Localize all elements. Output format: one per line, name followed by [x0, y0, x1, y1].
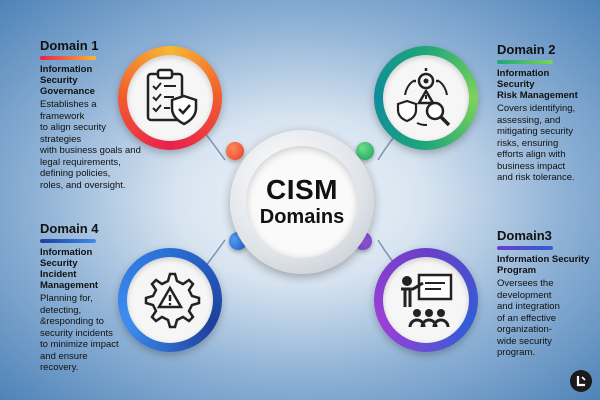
- domain-2-ring: [374, 46, 478, 150]
- presentation-audience-icon: [401, 273, 453, 328]
- domain-1-ring: [118, 46, 222, 150]
- domain-1-description: Establishes a framework to align securit…: [40, 99, 141, 191]
- domain-1-title: Domain 1: [40, 38, 99, 53]
- center-hub: CISM Domains: [222, 130, 382, 274]
- domain-3-description: Oversees the development and integration…: [497, 278, 560, 358]
- center-title-line1: CISM: [266, 174, 338, 205]
- domain-1-subtitle: Information Security Governance: [40, 64, 95, 97]
- risk-magnifier-icon: [396, 68, 451, 127]
- domain-4-ring: [118, 248, 222, 352]
- brand-logo-icon: [570, 370, 592, 392]
- domain-1-text: Domain 1 Information Security Governance…: [40, 38, 160, 191]
- center-title-line2: Domains: [259, 206, 345, 228]
- domain-2-title: Domain 2: [497, 42, 556, 57]
- domain-3-text: Domain3 Information Security Program Ove…: [497, 228, 597, 359]
- domain-3-subtitle: Information Security Program: [497, 254, 590, 276]
- domain-2-subtitle: Information Security Risk Management: [497, 68, 578, 101]
- domain-3-ring: [374, 248, 478, 352]
- domain-4-title: Domain 4: [40, 221, 99, 236]
- clipboard-shield-icon: [146, 68, 198, 126]
- domain-2-text: Domain 2 Information Security Risk Manag…: [497, 42, 597, 184]
- accent-dot-green: [356, 142, 374, 160]
- domain-3-bar: [497, 246, 553, 250]
- domain-4-text: Domain 4 Information Security Incident M…: [40, 221, 150, 374]
- accent-dot-orange: [226, 142, 244, 160]
- domain-4-subtitle: Information Security Incident Management: [40, 247, 99, 291]
- domain-2-bar: [497, 60, 553, 64]
- domain-3-title: Domain3: [497, 228, 552, 243]
- domain-4-bar: [40, 239, 96, 243]
- domain-2-description: Covers identifying, assessing, and mitig…: [497, 103, 576, 183]
- gear-warning-icon: [144, 272, 201, 329]
- domain-1-bar: [40, 56, 96, 60]
- domain-4-description: Planning for, detecting, &responding to …: [40, 293, 119, 373]
